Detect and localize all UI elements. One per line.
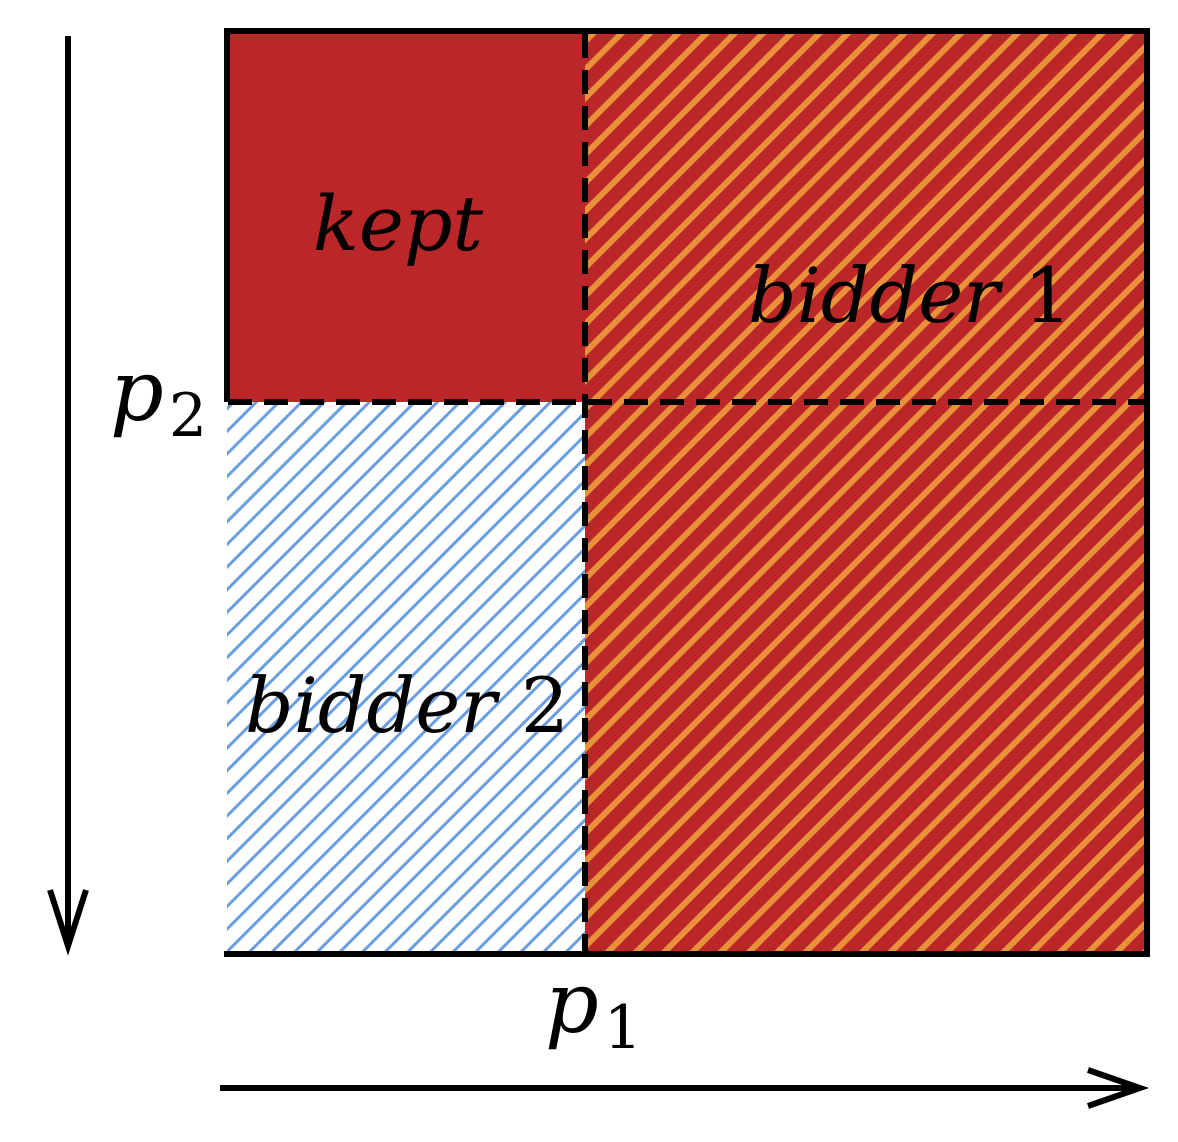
kept-label: kept [313,179,484,268]
p1-var: p [545,954,599,1052]
p1-axis-arrowhead [1087,1067,1150,1109]
p2-sub: 2 [169,381,207,451]
p2-var: p [110,342,164,440]
bidder2-label: bidder 2 [245,661,569,750]
p2-axis-arrowhead [47,889,89,956]
bidder1-label: bidder 1 [748,251,1072,340]
p1-axis-label: p 1 [545,954,642,1063]
kept-region [227,33,585,402]
bidder2-label-word: bidder [245,661,501,750]
p2-axis-label: p 2 [110,342,207,451]
bidder1-label-num: 1 [1024,251,1072,340]
p1-sub: 1 [604,993,642,1063]
bidder1-region [585,33,1147,951]
bidder1-label-word: bidder [748,251,1004,340]
bidder2-region [227,402,585,951]
bidder2-label-num: 2 [521,661,569,750]
